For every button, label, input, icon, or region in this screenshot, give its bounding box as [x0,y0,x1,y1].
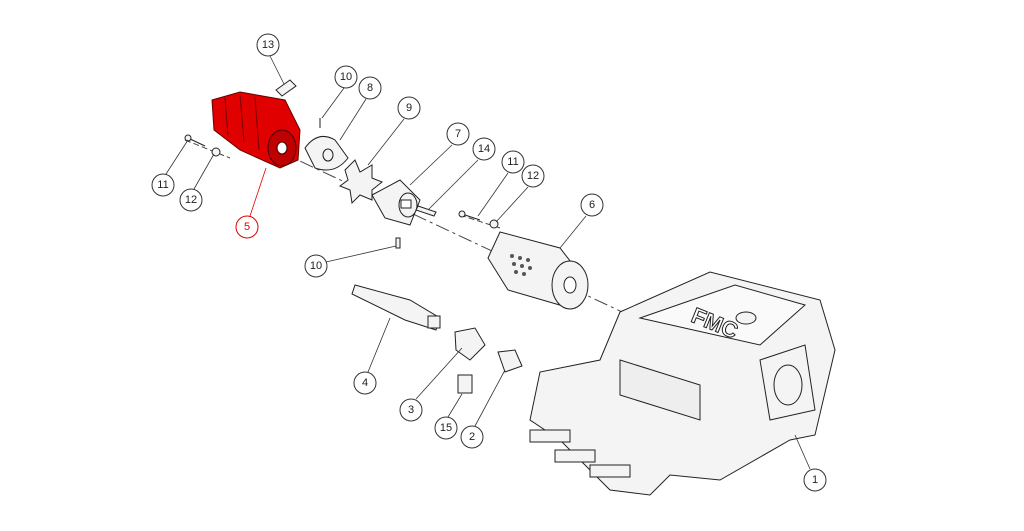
callout-label: 2 [469,431,475,443]
callout-10-upper[interactable]: 10 [334,65,358,89]
part-5-motor[interactable] [211,91,301,169]
callout-8[interactable]: 8 [358,76,382,100]
callout-10-lower[interactable]: 10 [304,254,328,278]
part-3-tee[interactable] [454,327,486,361]
callout-label: 11 [157,179,168,191]
callout-4[interactable]: 4 [353,371,377,395]
part-11-bolt-right[interactable] [458,210,499,229]
callout-12-right[interactable]: 12 [521,164,545,188]
callout-label: 8 [367,82,373,94]
callout-14[interactable]: 14 [472,137,496,161]
part-11-bolt-left[interactable] [184,134,221,157]
callout-label: 9 [406,102,412,114]
callout-label: 1 [812,474,818,486]
leader-lines [165,55,811,470]
callout-12-left[interactable]: 12 [179,188,203,212]
part-10-pin[interactable] [395,237,401,249]
fastener-axis-line [184,139,231,159]
fastener-axis-line-2 [459,214,501,229]
callout-1[interactable]: 1 [803,468,827,492]
callout-5-highlighted[interactable]: 5 [235,215,259,239]
part-1-pump[interactable]: FMC [529,271,836,496]
callout-label: 11 [507,156,518,168]
part-7-coupling[interactable] [371,179,421,226]
callout-7[interactable]: 7 [446,122,470,146]
part-6-housing[interactable] [487,231,589,310]
callout-label: 14 [478,143,490,155]
callout-label: 6 [589,199,595,211]
callout-label: 12 [527,170,539,182]
callout-6[interactable]: 6 [580,193,604,217]
part-13-fitting[interactable] [275,79,297,97]
callout-9[interactable]: 9 [397,96,421,120]
center-axis-line [254,139,651,326]
part-15-plug[interactable] [457,374,473,394]
callout-label: 5 [244,221,250,233]
part-2-nipple[interactable] [497,349,523,373]
callout-label: 12 [185,194,197,206]
callout-11-right[interactable]: 11 [501,150,525,174]
callout-label: 4 [362,377,368,389]
callout-label: 10 [340,71,352,83]
part-8-coupling[interactable] [304,118,349,171]
callout-13[interactable]: 13 [256,33,280,57]
callout-label: 13 [262,39,274,51]
callout-label: 10 [310,260,322,272]
part-14-key[interactable] [415,205,437,217]
callout-label: 7 [455,128,461,140]
callout-11-left[interactable]: 11 [151,173,175,197]
callout-label: 3 [408,404,414,416]
callout-label: 15 [440,422,452,434]
callout-2[interactable]: 2 [460,425,484,449]
callout-3[interactable]: 3 [399,398,423,422]
callout-15[interactable]: 15 [434,416,458,440]
part-4-pipe[interactable] [351,284,441,331]
